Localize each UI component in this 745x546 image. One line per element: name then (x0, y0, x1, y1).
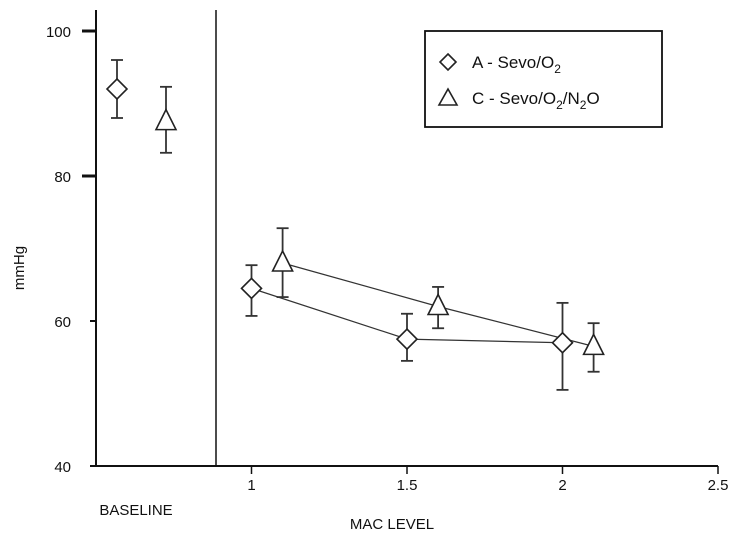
series-a-point (395, 327, 419, 351)
legend-box (424, 30, 663, 128)
legend-a-sub1: 2 (554, 62, 561, 76)
x-tick-label: 1 (247, 477, 255, 494)
series-lines (251, 262, 594, 347)
legend-c-mid: /N (563, 89, 580, 108)
baseline-label: BASELINE (99, 502, 172, 519)
series-c-point (426, 292, 450, 316)
legend-a-prefix: A - Sevo/O (472, 53, 554, 72)
legend: A - Sevo/O2 C - Sevo/O2/N2O (424, 30, 663, 128)
legend-entry-c: C - Sevo/O2/N2O (472, 89, 600, 112)
legend-c-prefix: C - Sevo/O (472, 89, 556, 108)
y-tick-label: 40 (54, 459, 71, 476)
x-ticks: 1 1.5 2 2.5 (247, 466, 728, 494)
legend-entry-a: A - Sevo/O2 (472, 53, 561, 76)
y-tick-label: 80 (54, 169, 71, 186)
legend-c-suffix: O (586, 89, 599, 108)
y-tick-label: 100 (46, 24, 71, 41)
legend-c-sub1: 2 (556, 98, 563, 112)
series-a-baseline-point (105, 77, 129, 101)
x-tick-label: 2.5 (708, 477, 729, 494)
y-ticks: 40 60 80 100 (46, 24, 96, 476)
series-c-baseline-point (154, 107, 178, 131)
x-tick-label: 1.5 (397, 477, 418, 494)
markers (105, 77, 605, 356)
series-a-point (240, 277, 263, 300)
y-axis-title: mmHg (11, 246, 28, 290)
series-c-point (271, 249, 294, 272)
series-c-point (582, 332, 605, 356)
x-axis-title: MAC LEVEL (350, 516, 434, 533)
legend-c-sub2: 2 (580, 98, 587, 112)
x-tick-label: 2 (558, 477, 566, 494)
legend-diamond-icon (438, 52, 458, 72)
series-a-point (551, 331, 574, 354)
legend-triangle-icon (437, 87, 459, 106)
y-tick-label: 60 (54, 314, 71, 331)
